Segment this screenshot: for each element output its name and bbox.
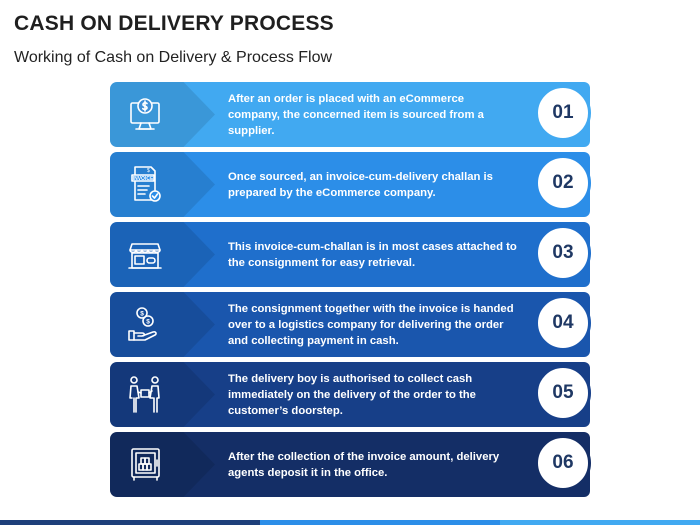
step-number-badge: 02 bbox=[535, 155, 591, 211]
step-text: After the collection of the invoice amou… bbox=[228, 450, 500, 479]
page-subtitle: Working of Cash on Delivery & Process Fl… bbox=[14, 49, 333, 66]
step-number-badge: 06 bbox=[535, 435, 591, 491]
process-step-3: This invoice-cum-challan is in most case… bbox=[110, 222, 591, 287]
process-step-6: After the collection of the invoice amou… bbox=[110, 432, 591, 497]
footer-bar-dark bbox=[0, 520, 260, 525]
step-number-badge: 03 bbox=[535, 225, 591, 281]
process-step-2: INVOICE $ Once sourced, an invoice-cum-d… bbox=[110, 152, 591, 217]
step-text: Once sourced, an invoice-cum-delivery ch… bbox=[228, 170, 493, 199]
step-number-badge: 04 bbox=[535, 295, 591, 351]
step-text: The consignment together with the invoic… bbox=[228, 302, 514, 347]
svg-text:$: $ bbox=[140, 311, 144, 318]
process-step-1: After an order is placed with an eCommer… bbox=[110, 82, 591, 147]
process-step-4: $ $ The consignment together with the in… bbox=[110, 292, 591, 357]
footer-bar-light bbox=[500, 520, 700, 525]
step-text: This invoice-cum-challan is in most case… bbox=[228, 240, 517, 269]
invoice-icon: INVOICE $ bbox=[120, 162, 170, 207]
delivery-handover-icon bbox=[120, 372, 170, 417]
svg-text:$: $ bbox=[147, 168, 150, 174]
step-number-badge: 01 bbox=[535, 85, 591, 141]
step-number-badge: 05 bbox=[535, 365, 591, 421]
svg-text:$: $ bbox=[146, 319, 150, 326]
computer-dollar-icon bbox=[120, 92, 170, 137]
footer-bar-mid bbox=[260, 520, 500, 525]
step-text: The delivery boy is authorised to collec… bbox=[228, 372, 476, 417]
process-step-5: The delivery boy is authorised to collec… bbox=[110, 362, 591, 427]
svg-text:INVOICE: INVOICE bbox=[133, 176, 154, 182]
page-title: CASH ON DELIVERY PROCESS bbox=[14, 12, 334, 35]
store-icon bbox=[120, 232, 170, 277]
hand-coins-icon: $ $ bbox=[120, 302, 170, 347]
step-text: After an order is placed with an eCommer… bbox=[228, 92, 484, 137]
safe-icon bbox=[120, 442, 170, 487]
